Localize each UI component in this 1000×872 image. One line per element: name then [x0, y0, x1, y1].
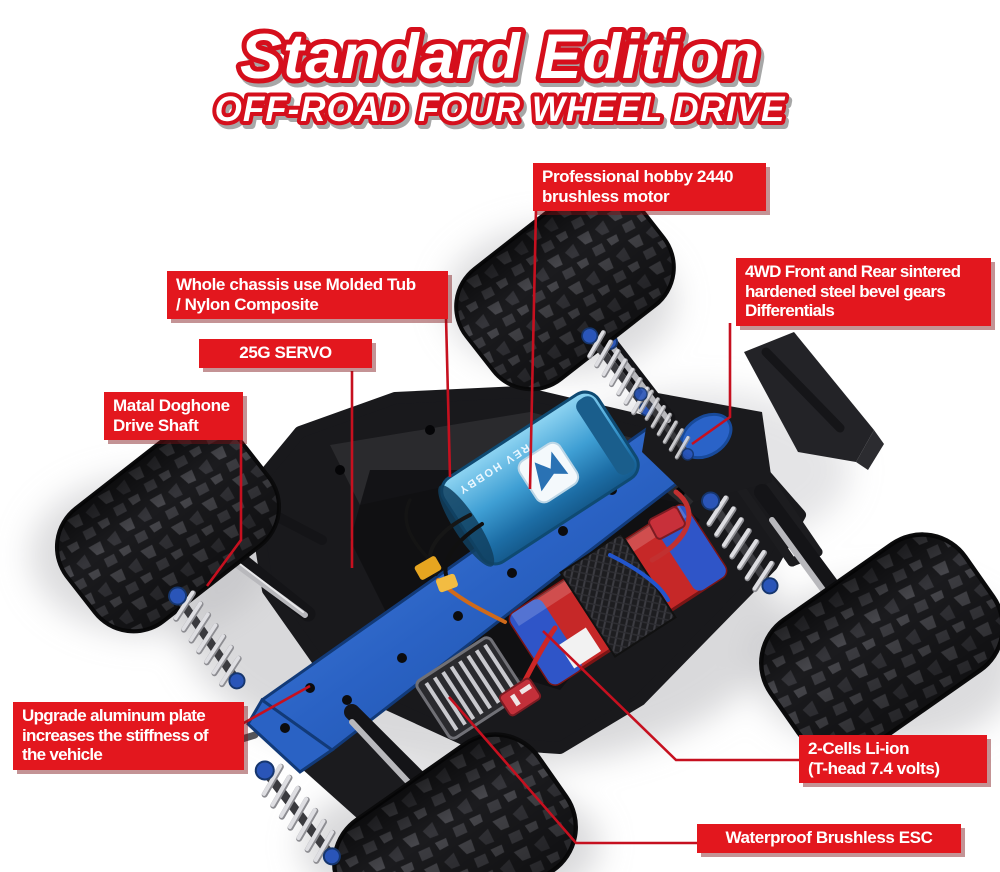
- callout-text: increases the stiffness of: [22, 725, 209, 745]
- leader-line-driveshaft: [205, 437, 243, 587]
- callout-text: 2-Cells Li-ion: [808, 739, 910, 758]
- leader-line-esc: [448, 696, 697, 845]
- leader-line-plate: [241, 684, 311, 726]
- page-title: Standard Edition: [240, 22, 760, 92]
- callout-text: (T-head 7.4 volts): [808, 758, 940, 778]
- brushless-motor: REV HOBBY: [438, 390, 640, 567]
- callout-text: brushless motor: [542, 186, 670, 206]
- callout-battery: 2-Cells Li-ion (T-head 7.4 volts): [799, 735, 987, 784]
- callout-molded-tub-chassis: Whole chassis use Molded Tub / Nylon Com…: [167, 271, 448, 320]
- callout-text: 4WD Front and Rear sintered: [745, 262, 961, 281]
- callout-text: Professional hobby 2440: [542, 167, 734, 186]
- motor-logo: [517, 441, 580, 504]
- callout-text: Upgrade aluminum plate: [22, 706, 206, 725]
- callout-differentials: 4WD Front and Rear sintered hardened ste…: [736, 258, 991, 326]
- leader-line-motor: [528, 208, 538, 490]
- esc-heatsink: [415, 636, 525, 740]
- callout-text: Matal Doghone: [113, 396, 230, 415]
- title-block: Standard Edition OFF-ROAD FOUR WHEEL DRI…: [0, 8, 1000, 158]
- xt60-connector: [414, 556, 458, 593]
- callout-brushless-motor: Professional hobby 2440 brushless motor: [533, 163, 766, 212]
- leader-line-differentials: [691, 323, 732, 446]
- callout-drive-shaft: Matal Doghone Drive Shaft: [104, 392, 243, 441]
- callout-text: Whole chassis use Molded Tub: [176, 275, 416, 294]
- page-subtitle: OFF-ROAD FOUR WHEEL DRIVE: [215, 90, 786, 129]
- callout-text: the vehicle: [22, 745, 103, 765]
- battery-strap: [559, 532, 677, 658]
- callout-text: hardened steel bevel gears: [745, 281, 946, 301]
- leader-line-chassis: [444, 316, 452, 478]
- deans-connector: [498, 677, 542, 717]
- callout-text: / Nylon Composite: [176, 294, 319, 314]
- leader-line-battery: [542, 630, 799, 762]
- callout-esc: Waterproof Brushless ESC: [697, 824, 961, 853]
- callout-aluminum-plate: Upgrade aluminum plate increases the sti…: [13, 702, 244, 770]
- deans-connector-front: [648, 506, 686, 540]
- battery-pack: [508, 504, 728, 686]
- callout-text: Waterproof Brushless ESC: [725, 828, 933, 847]
- callout-servo: 25G SERVO: [199, 339, 372, 368]
- callout-text: Drive Shaft: [113, 415, 199, 435]
- front-wing: [744, 332, 884, 470]
- callout-text: 25G SERVO: [239, 343, 332, 362]
- callout-text: Differentials: [745, 301, 835, 321]
